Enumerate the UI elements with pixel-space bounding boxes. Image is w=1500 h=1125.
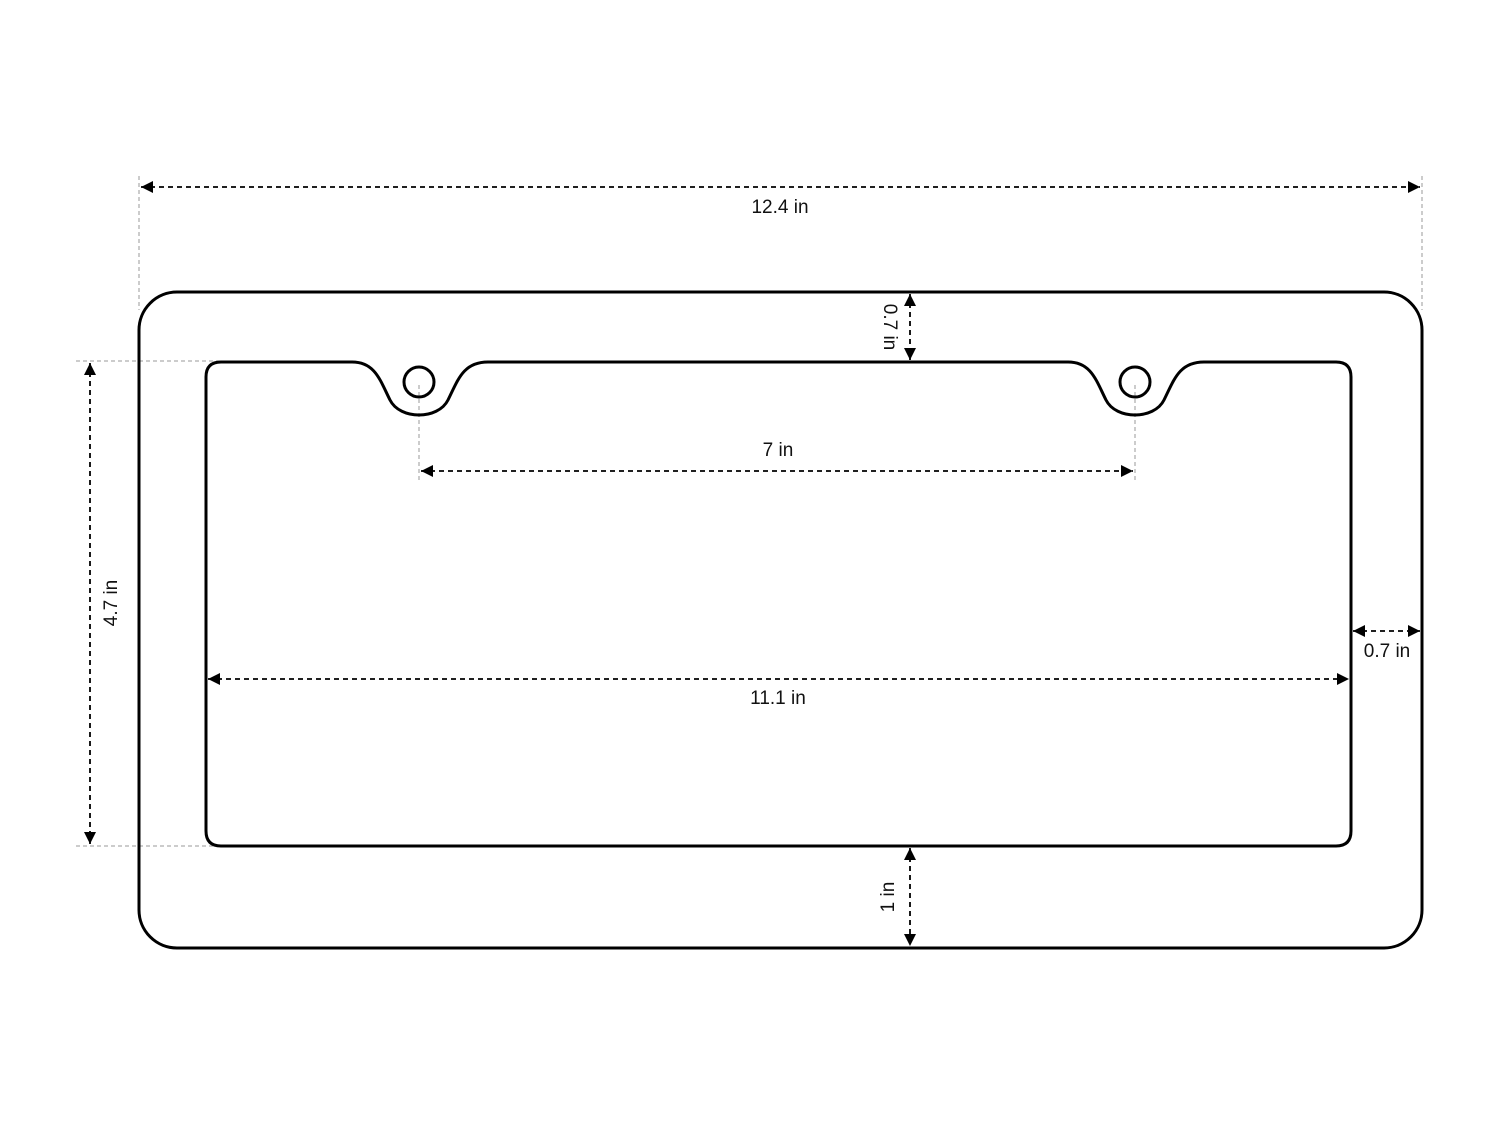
overall-width-label: 12.4 in (751, 197, 808, 218)
top-border-label: 0.7 in (879, 304, 900, 350)
bottom-border-label: 1 in (878, 882, 899, 913)
opening-width-label: 11.1 in (750, 688, 806, 709)
inner-opening-outline (204, 360, 1353, 848)
outer-frame-outline (137, 290, 1424, 950)
mounting-hole-right (1118, 365, 1152, 399)
opening-height-label: 4.7 in (101, 580, 122, 626)
extension-lines (76, 176, 1423, 847)
hole-spacing-label: 7 in (763, 440, 794, 461)
mounting-hole-left (402, 365, 436, 399)
side-border-label: 0.7 in (1364, 641, 1410, 662)
